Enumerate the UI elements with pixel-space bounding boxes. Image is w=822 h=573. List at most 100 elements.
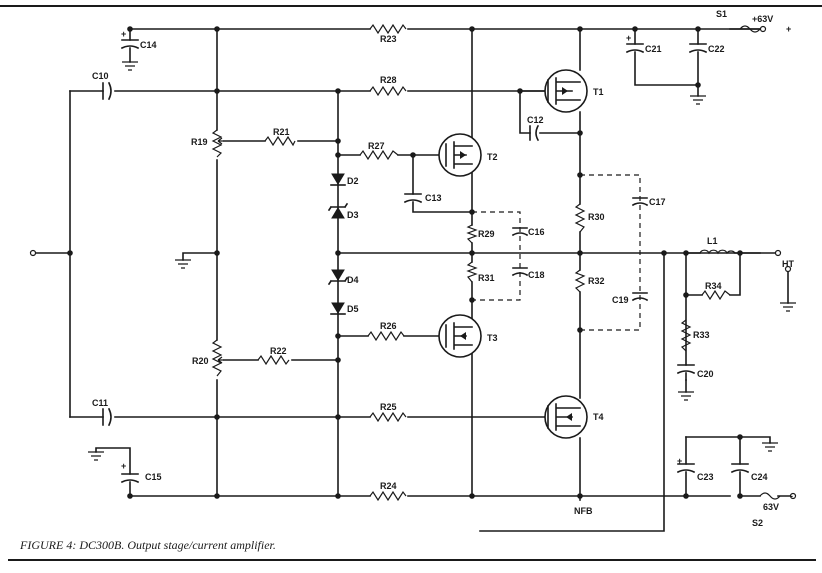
s1-voltage-label: +63V [752,14,773,24]
r22-label: R22 [270,346,287,356]
c16-label: C16 [528,227,545,237]
zobel-networks [472,174,641,331]
c21-plus-label: + [626,33,631,43]
ground-icon [762,442,778,452]
r31-label: R31 [478,273,495,283]
junctions [67,26,743,499]
r25-label: R25 [380,402,397,412]
c17-label: C17 [649,197,666,207]
r29-label: R29 [478,229,495,239]
c21-cap [625,43,645,54]
c24-cap [730,463,750,474]
c17-cap [631,197,649,207]
transistors [438,69,588,439]
terminals [29,25,797,500]
c18-label: C18 [528,270,545,280]
d2-label: D2 [347,176,359,186]
t3-label: T3 [487,333,498,343]
capacitors [102,39,750,484]
r27-resistor [359,149,399,161]
c20-label: C20 [697,369,714,379]
c10-label: C10 [92,71,109,81]
r26-resistor [367,330,405,342]
c14-plus-label: + [121,29,126,39]
r32-resistor [574,269,586,293]
s2-label: S2 [752,518,763,528]
r29-resistor [466,224,478,244]
t2-label: T2 [487,152,498,162]
ground-icon [88,451,104,461]
nfb-label: NFB [574,506,593,516]
c14-cap [120,39,140,50]
r23-resistor [369,23,407,35]
r33-label: R33 [693,330,710,340]
minus-terminal-label: - [790,491,793,501]
r21-label: R21 [273,127,290,137]
d3-label: D3 [347,210,359,220]
r28-label: R28 [380,75,397,85]
c14-label: C14 [140,40,157,50]
c13-label: C13 [425,193,442,203]
t1-label: T1 [593,87,604,97]
t1-mosfet [544,69,588,113]
r23-label: R23 [380,34,397,44]
l1-label: L1 [707,236,718,246]
c20-cap [676,364,696,375]
s1-fuse [739,25,761,33]
ground-icon [678,391,694,401]
ground-icon [175,259,191,269]
r30-resistor [574,203,586,233]
t4-mosfet [544,395,588,439]
c15-label: C15 [145,472,162,482]
c12-label: C12 [527,115,544,125]
r28-resistor [369,85,407,97]
l1-inductor [699,249,736,255]
r31-resistor [466,261,478,283]
c13-cap [403,193,423,204]
diodes [327,173,349,315]
resistors [211,23,731,502]
r27-label: R27 [368,141,385,151]
c23-cap [676,463,696,474]
r34-resistor [701,289,731,301]
r19-pot [211,129,223,158]
grounds [88,61,796,461]
r33-resistor [680,319,692,352]
c11-cap [102,407,112,427]
r20-label: R20 [192,356,209,366]
component-labels: S1 +63V + + C14 R23 + C21 C22 C10 R28 T1… [92,9,794,528]
c19-label: C19 [612,295,629,305]
t2-mosfet [438,133,482,177]
c10-cap [102,81,112,101]
c21-label: C21 [645,44,662,54]
c18-cap [511,267,529,277]
c24-label: C24 [751,472,768,482]
t4-label: T4 [593,412,604,422]
plus-terminal-label: + [786,24,791,34]
s2-fuse [759,492,781,500]
d5-diode [331,302,345,314]
r20-pot [211,339,223,377]
r19-label: R19 [191,137,208,147]
r24-resistor [369,490,407,502]
r20-wiper [217,356,224,364]
r25-resistor [369,411,407,423]
c22-cap [688,43,708,54]
s1-label: S1 [716,9,727,19]
c15-plus-label: + [121,461,126,471]
r24-label: R24 [380,481,397,491]
r30-label: R30 [588,212,605,222]
r34-label: R34 [705,281,722,291]
c15-cap [120,473,140,484]
ground-icon [690,95,706,105]
c16-cap [511,227,529,237]
figure-caption: FIGURE 4: DC300B. Output stage/current a… [19,538,276,552]
r26-label: R26 [380,321,397,331]
d5-label: D5 [347,304,359,314]
c11-label: C11 [92,398,108,408]
r21-resistor [264,135,296,147]
c23-label: C23 [697,472,714,482]
ground-icon [780,302,796,312]
